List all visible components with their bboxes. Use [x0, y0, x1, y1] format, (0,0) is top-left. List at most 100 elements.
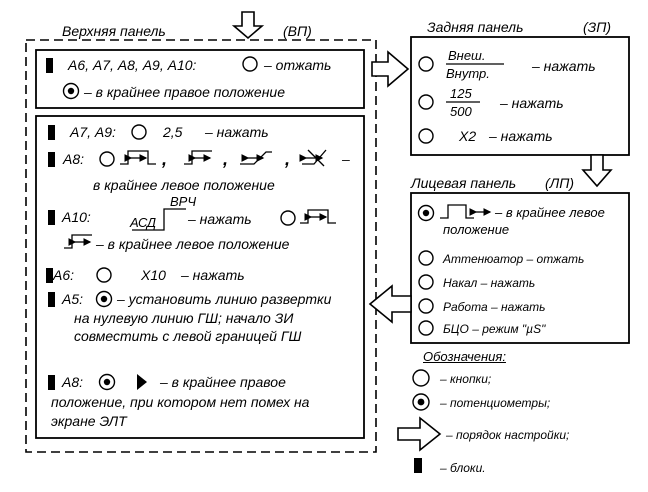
back-panel-frame	[410, 36, 630, 156]
potentiometer-icon	[98, 373, 116, 391]
button-icon	[418, 250, 434, 266]
potentiometer-dot	[67, 87, 75, 95]
mode-ramp-icon	[240, 151, 272, 165]
a6-value: Х10	[141, 267, 166, 283]
separator: ,	[162, 149, 168, 169]
block-marker	[48, 152, 55, 167]
a7a9-action: – нажать	[205, 124, 269, 140]
button-icon	[418, 274, 434, 290]
a8b-line2: положение, при котором нет помех на	[51, 394, 310, 410]
top-panel-box2	[35, 115, 365, 439]
x2-action: – нажать	[489, 128, 553, 144]
button-icon	[418, 128, 434, 144]
frac1-num: Внеш.	[448, 48, 486, 63]
dash: –	[342, 151, 350, 167]
legend-pots: – потенциометры;	[440, 396, 551, 410]
back-panel-abbr: (ЗП)	[583, 19, 612, 35]
top-panel-frame	[25, 39, 377, 453]
potentiometer-dot	[417, 398, 425, 406]
potentiometer-dot	[103, 378, 111, 386]
button-icon	[418, 298, 434, 314]
frac2-num: 125	[450, 86, 472, 101]
a5-line1: – установить линию развертки	[117, 291, 332, 307]
legend-button-icon	[412, 369, 430, 387]
mode-step-icon	[64, 234, 92, 249]
arrow-top-to-back	[371, 50, 410, 88]
front-attenuator: Аттенюатор – отжать	[443, 252, 585, 266]
front-bco: БЦО – режим "µS"	[443, 322, 546, 336]
separator: ,	[223, 149, 229, 169]
a8-code: А8:	[63, 151, 85, 167]
frac2-den: 500	[450, 104, 472, 119]
a10-line2: – в крайнее левое положение	[96, 236, 290, 252]
top-panel-abbr: (ВП)	[283, 23, 312, 39]
a8b-code: А8:	[62, 374, 84, 390]
legend-blocks: – блоки.	[440, 461, 486, 475]
legend-order-arrow	[397, 416, 442, 452]
front-item1-line1: – в крайнее левое	[495, 205, 605, 220]
a5-code: А5:	[62, 291, 84, 307]
potentiometer-dot	[100, 295, 108, 303]
a10-code: А10:	[62, 209, 91, 225]
back-panel-title: Задняя панель	[427, 19, 524, 35]
entry-arrow	[231, 11, 265, 40]
legend-buttons: – кнопки;	[440, 372, 492, 386]
button-icon	[242, 56, 258, 72]
a10-vrch: ВРЧ	[170, 194, 197, 209]
frac2-action: – нажать	[500, 95, 564, 111]
block-marker	[46, 58, 53, 73]
button-icon	[131, 124, 147, 140]
top-panel-box1	[35, 49, 365, 109]
frac1-den: Внутр.	[446, 66, 490, 81]
front-nakal: Накал – нажать	[443, 276, 536, 290]
potentiometer-icon	[95, 290, 113, 308]
frac1-action: – нажать	[532, 58, 596, 74]
x2-label: Х2	[459, 128, 477, 144]
potentiometer-dot	[422, 209, 430, 217]
arrow-back-to-front	[581, 154, 613, 188]
a7a9-codes: А7, А9:	[70, 124, 116, 140]
block-marker	[48, 292, 55, 307]
button-icon	[418, 320, 434, 336]
top-panel-title: Верхняя панель	[62, 23, 166, 39]
potentiometer-icon	[62, 82, 80, 100]
box1-action: – отжать	[264, 57, 332, 73]
block-marker	[48, 210, 55, 225]
mode-pulse-icon	[440, 204, 492, 219]
mode-cross-icon	[299, 149, 327, 167]
box1-line2: – в крайнее правое положение	[84, 84, 285, 100]
a10-action: – нажать	[188, 211, 252, 227]
a6-code: А6:	[53, 267, 75, 283]
front-panel-title: Лицевая панель	[411, 175, 517, 191]
legend-title: Обозначения:	[423, 349, 506, 364]
box1-codes: А6, А7, А8, А9, А10:	[68, 57, 197, 73]
potentiometer-icon	[417, 204, 435, 222]
legend-potentiometer-icon	[412, 393, 430, 411]
button-icon	[99, 151, 115, 167]
front-panel-frame	[410, 192, 630, 344]
button-icon	[418, 94, 434, 110]
front-panel-abbr: (ЛП)	[545, 175, 575, 191]
button-icon	[280, 210, 296, 226]
a6-action: – нажать	[181, 267, 245, 283]
button-icon	[418, 56, 434, 72]
mode-pulse-icon	[120, 150, 156, 165]
a8-line2: в крайнее левое положение	[93, 177, 275, 193]
arrow-front-to-top	[368, 284, 412, 324]
block-marker	[48, 125, 55, 140]
a5-line2: на нулевую линию ГШ; начало ЗИ	[74, 310, 294, 326]
a8b-line1: – в крайнее правое	[160, 374, 286, 390]
legend-order: – порядок настройки;	[446, 428, 570, 442]
front-item1-line2: положение	[443, 222, 510, 237]
a10-adc: АСД	[130, 215, 157, 230]
legend-block-icon	[414, 458, 422, 473]
block-marker	[46, 268, 53, 283]
mode-pulse-icon	[300, 209, 336, 224]
mode-step-icon	[184, 150, 212, 165]
a5-line3: совместить с левой границей ГШ	[74, 328, 302, 344]
adc-vrch-step	[132, 208, 186, 231]
a7a9-value: 2,5	[163, 124, 183, 140]
a8b-line3: экране ЭЛТ	[51, 413, 127, 429]
button-icon	[96, 267, 112, 283]
